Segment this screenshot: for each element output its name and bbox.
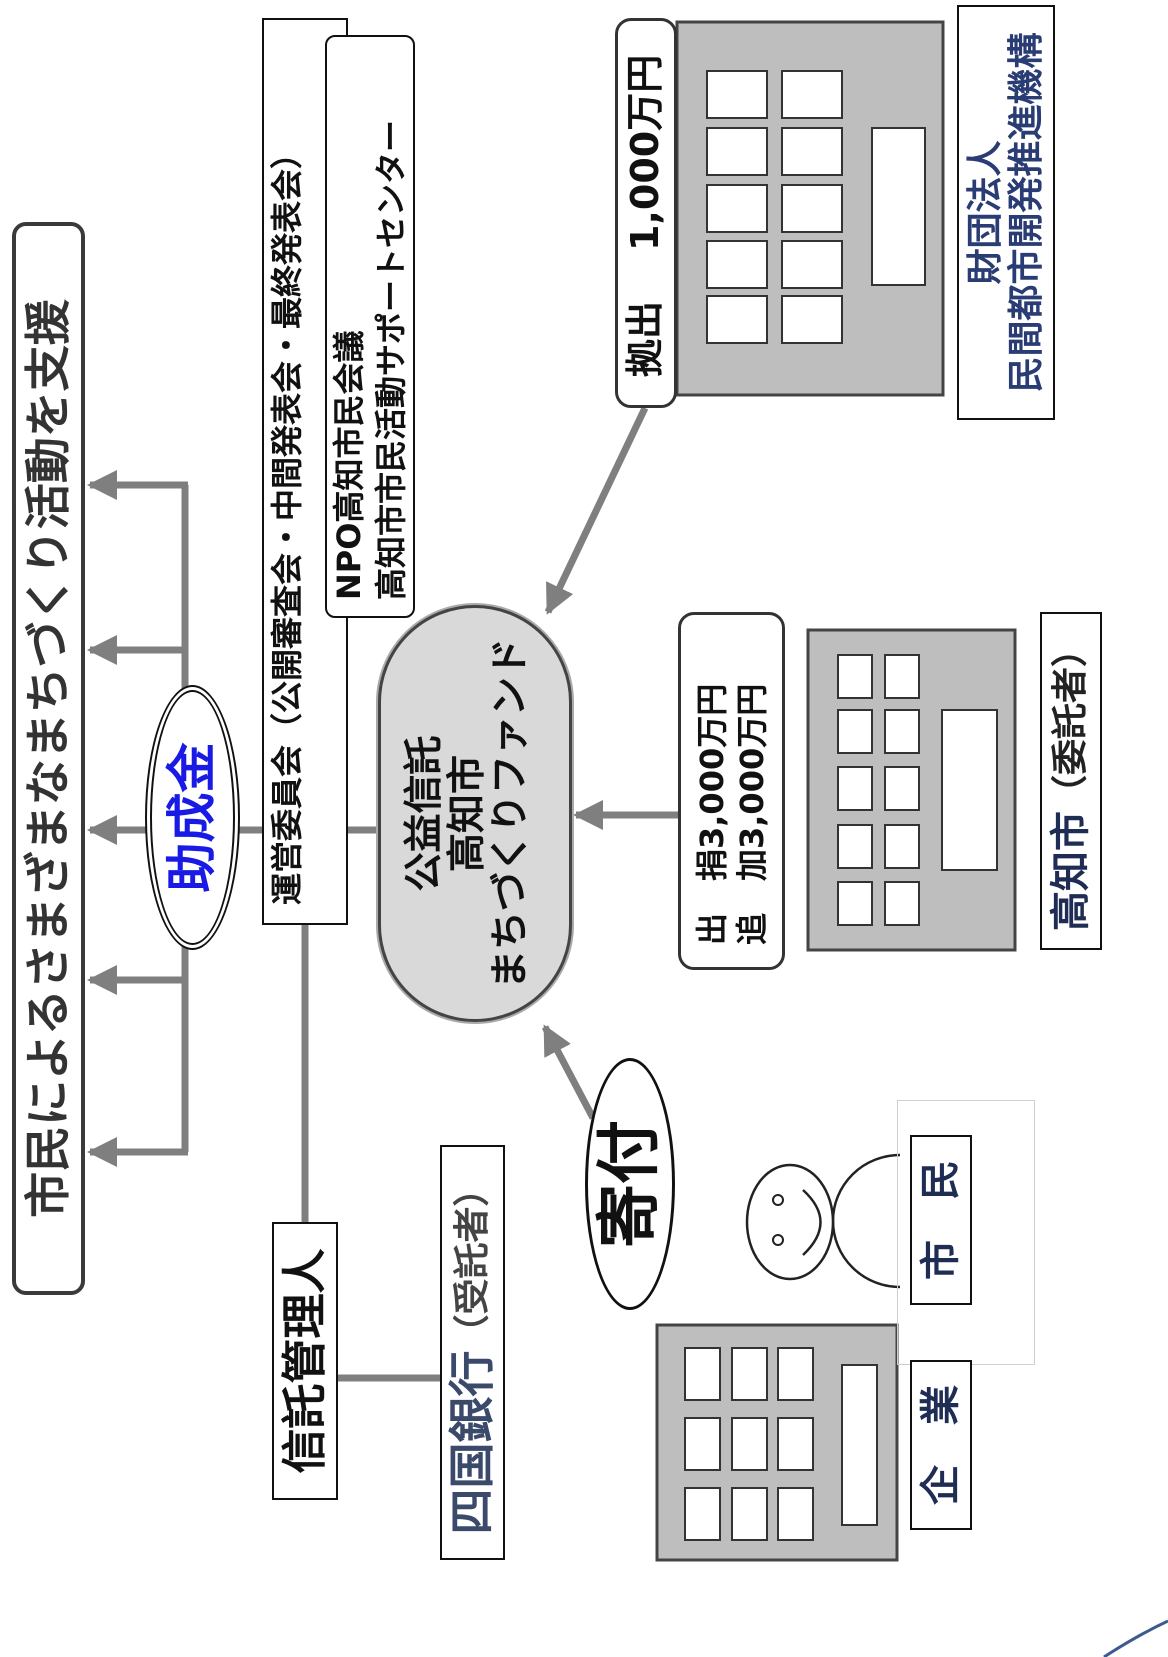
foundation-building-icon <box>675 20 945 397</box>
company-building-icon <box>655 1323 899 1562</box>
city-building-window <box>884 824 920 869</box>
city-name: 高知市 <box>1048 811 1094 932</box>
foundation-building-window <box>706 70 768 119</box>
city-building-window <box>837 766 873 811</box>
person-mouth <box>802 1189 822 1256</box>
company-building-entrance <box>841 1364 878 1526</box>
foundation-building-window <box>706 240 768 289</box>
company-building-window <box>777 1487 814 1541</box>
company-building-window <box>684 1417 721 1471</box>
city-building-window <box>884 766 920 811</box>
fund-line-3: まちづくりファンド <box>487 638 533 990</box>
city-building-window <box>837 654 873 699</box>
grant-ellipse: 助成金 <box>145 685 240 950</box>
company-building-window <box>731 1487 768 1541</box>
foundation-building-window <box>781 295 843 344</box>
fund-line-2: 高知市 <box>444 755 490 873</box>
committee-label: 運営委員会（公開審査会・中間発表会・最終発表会） <box>268 136 306 905</box>
trust-manager-label: 信託管理人 <box>278 1248 332 1474</box>
companies-label-box: 企 業 <box>910 1360 972 1530</box>
company-building-windows <box>684 1347 814 1541</box>
grant-label: 助成金 <box>163 742 221 893</box>
foundation-line-2: 民間都市開発推進機構 <box>1006 32 1047 393</box>
trust-manager-box: 信託管理人 <box>272 1222 338 1500</box>
citizens-label: 市 民 <box>918 1160 964 1280</box>
person-eye <box>772 1234 784 1246</box>
fund-line-1: 公益信託 <box>401 735 447 892</box>
foundation-building-window <box>706 127 768 176</box>
company-building-window <box>731 1347 768 1401</box>
companies-label: 企 業 <box>918 1385 964 1505</box>
city-contribution-box: 出 捐3,000万円 追 加3,000万円 <box>678 612 785 970</box>
city-building-window <box>884 881 920 926</box>
donation-arrow <box>541 1024 597 1120</box>
donation-label: 寄付 <box>592 1120 667 1248</box>
city-building-entrance <box>941 709 998 871</box>
foundation-label-box: 財団法人 民間都市開発推進機構 <box>957 5 1055 420</box>
company-building-window <box>777 1417 814 1471</box>
foundation-building-window <box>706 184 768 233</box>
city-building-window <box>837 881 873 926</box>
trustee-role: （受託者） <box>451 1170 493 1351</box>
company-building-window <box>684 1487 721 1541</box>
corner-arc-decoration <box>1103 1619 1168 1657</box>
city-role: （委託者） <box>1050 631 1092 812</box>
company-building-window <box>731 1417 768 1471</box>
fund-pill: 公益信託 高知市 まちづくりファンド <box>378 605 572 1022</box>
foundation-building-window <box>781 70 843 119</box>
city-building-window <box>837 709 873 754</box>
foundation-contribution-label: 拠出 <box>623 300 668 377</box>
city-label-box: 高知市（委託者） <box>1040 612 1102 950</box>
foundation-building-window <box>781 127 843 176</box>
city-contribution-line-2: 追 加3,000万円 <box>732 683 771 945</box>
person-head <box>745 1163 835 1281</box>
trustee-name: 四国銀行 <box>445 1350 500 1535</box>
foundation-building-window <box>781 240 843 289</box>
city-building-window <box>884 709 920 754</box>
donation-ellipse: 寄付 <box>585 1058 675 1310</box>
city-building-window <box>837 824 873 869</box>
city-contribution-line-1: 出 捐3,000万円 <box>692 683 731 945</box>
city-building-icon <box>806 628 1017 952</box>
foundation-building-entrance <box>871 127 926 286</box>
citizens-label-box: 市 民 <box>910 1135 972 1305</box>
secretariat-box: NPO高知市民会議 高知市市民活動サポートセンター <box>325 35 415 618</box>
banner-title: 市民によるさまざまなまちづくり活動を支援 <box>21 299 76 1218</box>
foundation-line-1: 財団法人 <box>965 140 1006 285</box>
citizen-person-icon <box>745 1153 901 1289</box>
company-building-window <box>777 1347 814 1401</box>
foundation-building-windows <box>706 70 843 344</box>
support-activities-banner: 市民によるさまざまなまちづくり活動を支援 <box>12 222 85 1295</box>
city-building-window <box>884 654 920 699</box>
foundation-building-window <box>781 184 843 233</box>
foundation-contribution-amount: 1,000万円 <box>623 54 668 251</box>
city-building-windows <box>837 654 920 926</box>
person-eye <box>772 1194 784 1206</box>
secretariat-line-1: NPO高知市民会議 <box>330 330 368 600</box>
person-body <box>831 1153 901 1289</box>
foundation-contribution-box: 拠出 1,000万円 <box>615 18 677 408</box>
foundation-contribution-arrow <box>544 406 649 615</box>
secretariat-line-2: 高知市市民活動サポートセンター <box>372 119 410 600</box>
trustee-box: 四国銀行（受託者） <box>440 1145 505 1560</box>
foundation-building-window <box>706 295 768 344</box>
company-building-window <box>684 1347 721 1401</box>
